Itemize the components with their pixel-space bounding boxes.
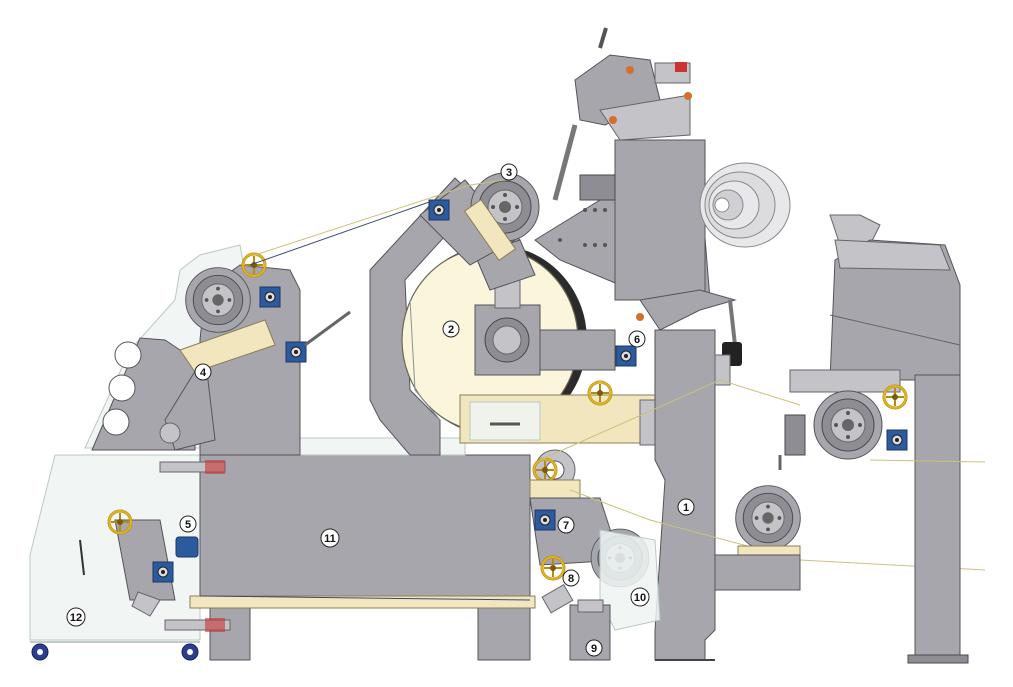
callout-7: 7 <box>557 516 575 534</box>
callout-9: 9 <box>585 639 603 657</box>
svg-text:1: 1 <box>683 502 689 514</box>
callout-10: 10 <box>630 587 650 607</box>
svg-text:9: 9 <box>591 643 597 655</box>
svg-text:8: 8 <box>568 573 574 585</box>
callout-5: 5 <box>179 515 197 533</box>
svg-text:5: 5 <box>185 519 191 531</box>
svg-text:3: 3 <box>506 167 512 179</box>
svg-text:2: 2 <box>448 324 454 336</box>
svg-text:11: 11 <box>324 533 336 545</box>
callout-12: 12 <box>66 607 86 627</box>
svg-text:4: 4 <box>200 367 207 379</box>
callout-8: 8 <box>562 569 580 587</box>
central-drum-assembly <box>369 177 676 456</box>
callout-4: 4 <box>194 363 212 381</box>
callout-2: 2 <box>442 320 460 338</box>
spiral-fan <box>699 162 791 248</box>
callout-1: 1 <box>677 498 695 516</box>
svg-text:7: 7 <box>563 520 569 532</box>
right-rewind-station <box>778 214 986 664</box>
callout-labels: 1 2 3 4 5 6 7 8 <box>66 163 695 657</box>
svg-text:10: 10 <box>634 592 646 604</box>
svg-text:12: 12 <box>70 612 82 624</box>
upper-left-roller-assembly <box>159 252 351 456</box>
top-roller-assembly <box>249 172 540 266</box>
lower-left-roller-group <box>107 509 199 617</box>
center-column <box>654 329 731 661</box>
right-lower-roller-unit <box>714 485 801 591</box>
main-frame <box>159 437 536 661</box>
callout-3: 3 <box>500 163 518 181</box>
upper-machine-head <box>534 27 791 366</box>
callout-11: 11 <box>320 528 340 548</box>
callout-6: 6 <box>628 330 646 348</box>
svg-text:6: 6 <box>634 334 640 346</box>
